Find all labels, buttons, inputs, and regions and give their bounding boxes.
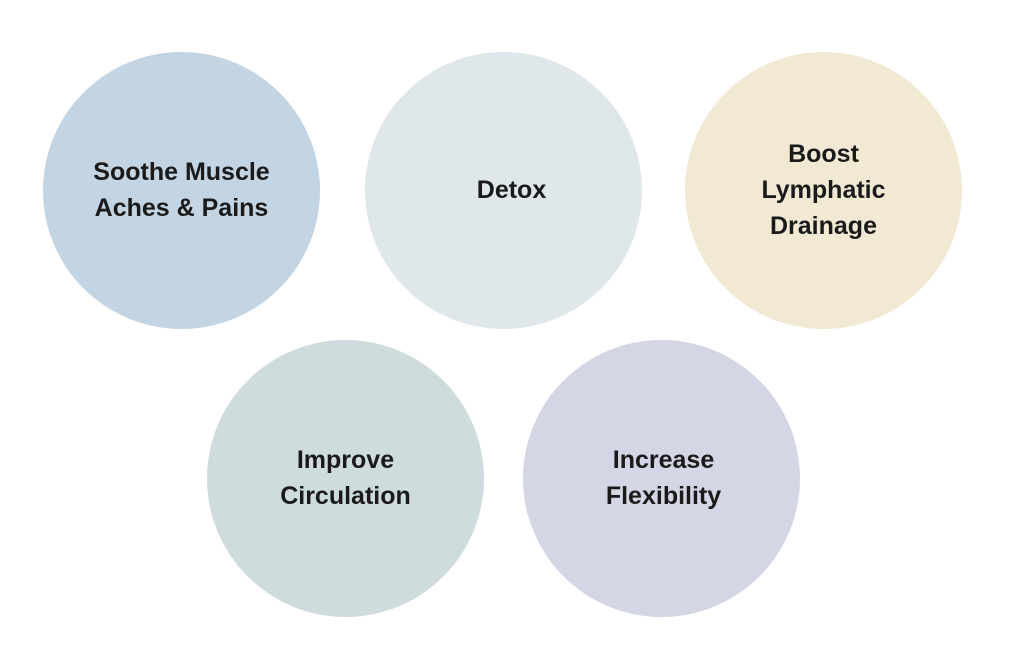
benefit-label-line: Lymphatic xyxy=(761,175,886,204)
benefit-circle-soothe-muscle: Soothe Muscle Aches & Pains xyxy=(43,52,320,329)
benefit-label-line: Increase xyxy=(612,445,715,474)
benefit-label-line: Flexibility xyxy=(605,481,722,510)
benefit-circle-lymphatic-drainage: Boost Lymphatic Drainage xyxy=(685,52,962,329)
benefit-label: Boost Lymphatic Drainage xyxy=(761,136,885,244)
benefit-label-line: Detox xyxy=(476,175,547,204)
benefit-label-line: Boost xyxy=(788,139,859,168)
benefit-circle-detox: Detox xyxy=(365,52,642,329)
benefit-circle-increase-flexibility: Increase Flexibility xyxy=(523,340,800,617)
benefit-label: Detox xyxy=(477,172,546,208)
benefit-circle-improve-circulation: Improve Circulation xyxy=(207,340,484,617)
benefit-label-line: Aches & Pains xyxy=(94,193,269,222)
benefit-label-line: Drainage xyxy=(770,211,877,240)
benefit-label: Soothe Muscle Aches & Pains xyxy=(93,154,269,226)
benefit-label-line: Soothe Muscle xyxy=(93,157,270,186)
benefit-label-line: Improve xyxy=(296,445,395,474)
benefit-label: Improve Circulation xyxy=(280,442,411,514)
benefit-label-line: Circulation xyxy=(280,481,411,510)
benefit-label: Increase Flexibility xyxy=(606,442,721,514)
